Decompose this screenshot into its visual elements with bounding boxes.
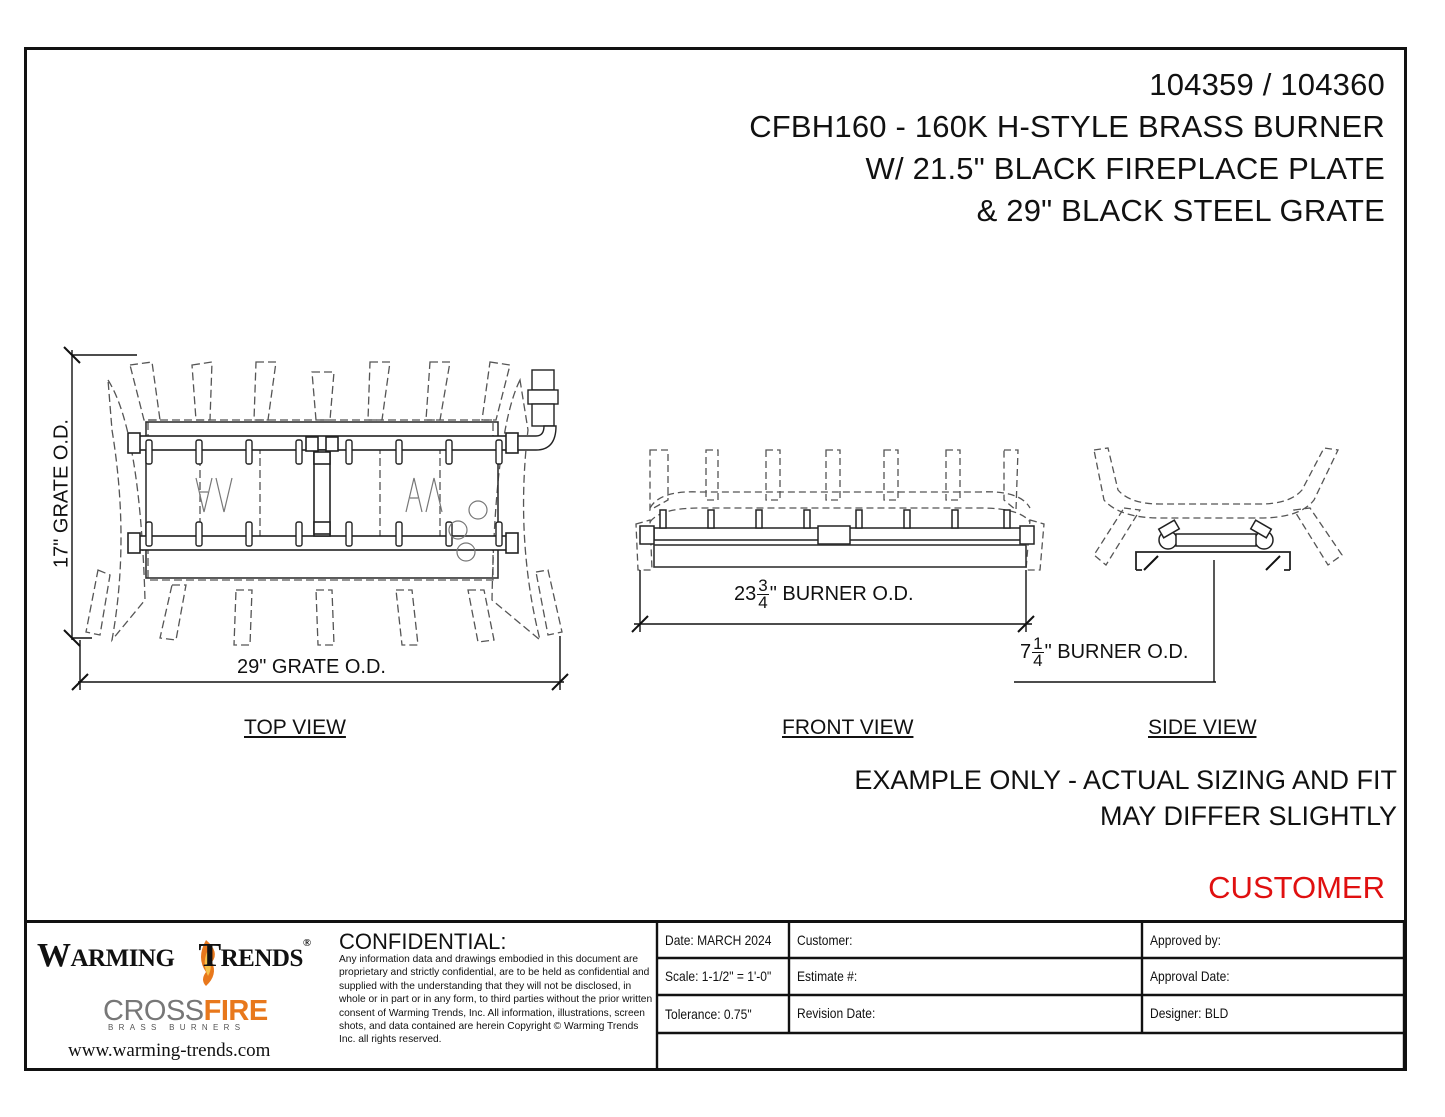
top-view-title: TOP VIEW xyxy=(244,716,346,739)
drawing-frame xyxy=(24,47,1407,1071)
title-block-grid xyxy=(655,922,1406,1070)
top-view-drawing xyxy=(63,346,569,691)
grate-width-label: 29" GRATE O.D. xyxy=(237,656,386,678)
logo-w: W xyxy=(37,937,71,974)
front-view-title: FRONT VIEW xyxy=(782,716,914,739)
sizing-notice: EXAMPLE ONLY - ACTUAL SIZING AND FIT MAY… xyxy=(854,762,1397,834)
logo-fire: FIRE xyxy=(203,995,269,1027)
logo-reg: ® xyxy=(302,937,311,949)
notice-line-1: EXAMPLE ONLY - ACTUAL SIZING AND FIT xyxy=(854,765,1397,795)
designer-cell: Designer: BLD xyxy=(1150,1005,1229,1021)
logo-cross: CROSS xyxy=(103,995,204,1027)
burner-width-den: 4 xyxy=(758,593,768,612)
burner-depth-den: 4 xyxy=(1033,651,1043,670)
side-view-drawing xyxy=(1014,447,1343,683)
tolerance-cell: Tolerance: 0.75" xyxy=(665,1006,752,1022)
burner-depth-num: 1 xyxy=(1032,634,1044,653)
title-line-3: W/ 21.5" BLACK FIREPLACE PLATE xyxy=(865,151,1385,186)
flame-icon xyxy=(201,940,215,986)
drawing-title: 104359 / 104360 CFBH160 - 160K H-STYLE B… xyxy=(749,64,1385,232)
logo-rends: RENDS xyxy=(220,945,304,972)
logo-arming: ARMING xyxy=(70,945,175,972)
confidential-heading: CONFIDENTIAL: xyxy=(339,929,507,954)
grate-depth-label: 17" GRATE O.D. xyxy=(50,419,73,568)
side-view-title: SIDE VIEW xyxy=(1148,716,1257,739)
burner-width-whole: 23 xyxy=(734,582,757,605)
customer-stamp: CUSTOMER xyxy=(1208,870,1385,905)
estimate-cell: Estimate #: xyxy=(797,968,858,984)
burner-depth-whole: 7 xyxy=(1020,640,1032,663)
top-dimension-lines xyxy=(63,346,569,691)
burner-width-text: " BURNER O.D. xyxy=(769,582,914,605)
revision-date-cell: Revision Date: xyxy=(797,1005,876,1021)
burner-depth-text: " BURNER O.D. xyxy=(1044,640,1189,663)
top-gas-fitting xyxy=(517,369,559,451)
approved-by-cell: Approved by: xyxy=(1150,932,1221,948)
title-block xyxy=(24,920,1407,1071)
approval-date-cell: Approval Date: xyxy=(1150,968,1230,984)
website-link[interactable]: www.warming-trends.com xyxy=(68,1040,271,1061)
scale-cell: Scale: 1-1/2" = 1'-0" xyxy=(665,968,772,984)
logo-t: T xyxy=(198,937,221,974)
title-line-4: & 29" BLACK STEEL GRATE xyxy=(976,193,1385,228)
top-grate-outline xyxy=(85,361,563,646)
title-line-2: CFBH160 - 160K H-STYLE BRASS BURNER xyxy=(749,109,1385,144)
notice-line-2: MAY DIFFER SLIGHTLY xyxy=(1099,801,1397,831)
confidential-text: Any information data and drawings embodi… xyxy=(339,954,653,1046)
date-cell: Date: MARCH 2024 xyxy=(665,932,772,948)
burner-width-num: 3 xyxy=(757,576,769,595)
customer-cell: Customer: xyxy=(797,932,853,948)
crossfire-logo: CROSSFIRE xyxy=(103,995,268,1028)
top-burner-tubes xyxy=(127,432,519,554)
crossfire-subtitle: BRASS BURNERS xyxy=(108,1023,246,1032)
front-view-drawing xyxy=(631,449,1045,633)
warming-trends-logo: WARMING TRENDS® xyxy=(37,937,311,975)
title-line-1: 104359 / 104360 xyxy=(1149,67,1385,102)
